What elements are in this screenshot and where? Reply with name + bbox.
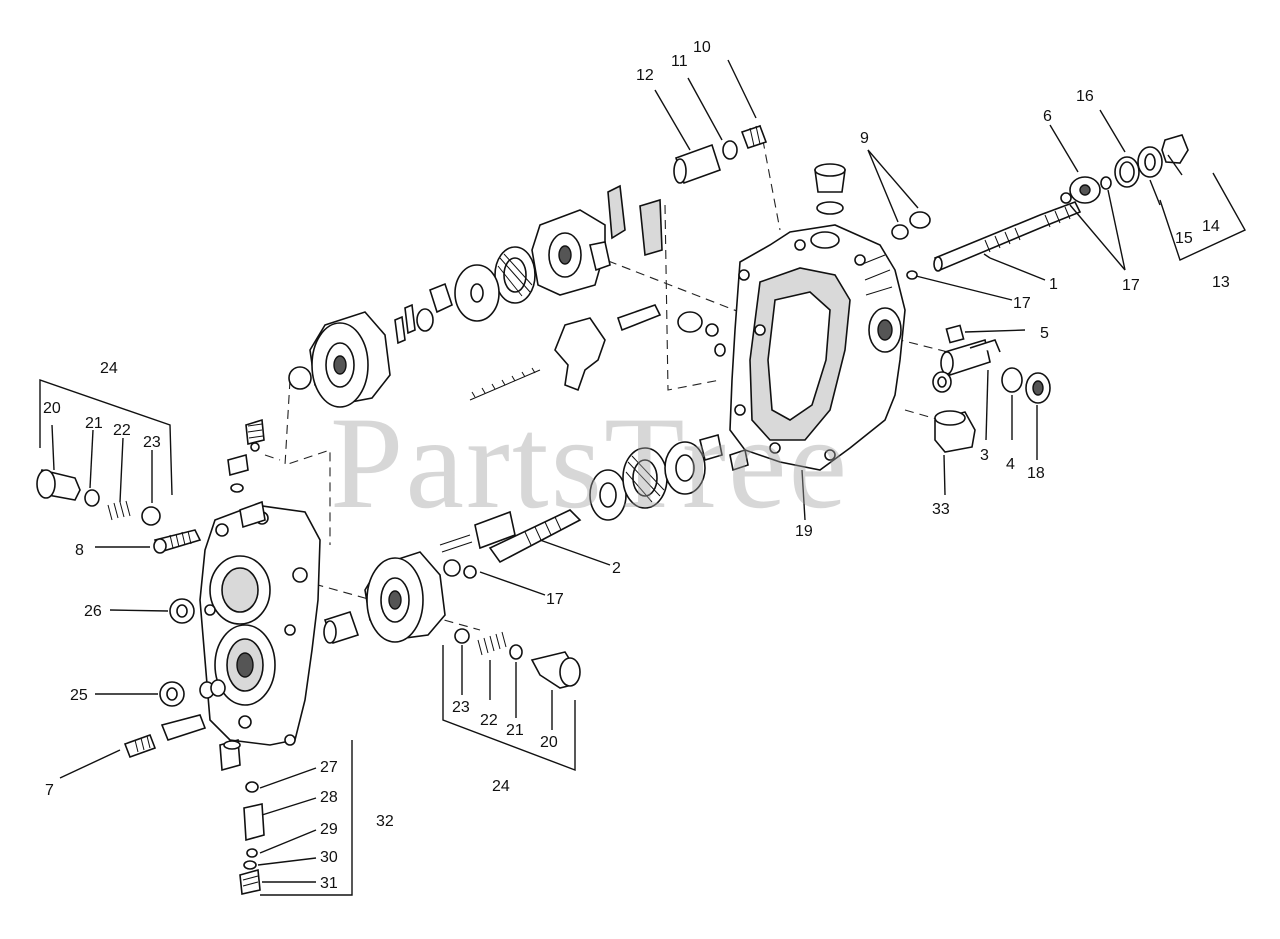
- group-brackets: [39, 172, 1246, 896]
- callout-12[interactable]: 12: [636, 67, 654, 84]
- shaft-seal-stack: [1060, 134, 1189, 204]
- callout-8[interactable]: 8: [75, 542, 84, 559]
- seal-25: [159, 679, 226, 707]
- callout-18[interactable]: 18: [1027, 465, 1045, 482]
- callout-22-lower[interactable]: 22: [480, 712, 498, 729]
- callout-30[interactable]: 30: [320, 849, 338, 866]
- callout-24-lower[interactable]: 24: [492, 778, 510, 795]
- callout-5[interactable]: 5: [1040, 325, 1049, 342]
- control-shaft-parts: [932, 324, 1051, 453]
- callout-labels: 1 2 3 4 5 6 7 8 9 10 11 12 13 14 15 16 1…: [43, 39, 1230, 892]
- relief-valve-parts: [673, 124, 768, 185]
- callout-21-lower[interactable]: 21: [506, 722, 524, 739]
- leader-lines: [51, 59, 1183, 883]
- callout-31[interactable]: 31: [320, 875, 338, 892]
- port-rings: [891, 211, 931, 280]
- callout-6[interactable]: 6: [1043, 108, 1052, 125]
- callout-9[interactable]: 9: [860, 130, 869, 147]
- upper-swashplate-group: [454, 184, 663, 322]
- callout-16[interactable]: 16: [1076, 88, 1094, 105]
- callout-28[interactable]: 28: [320, 789, 338, 806]
- callout-23-upper[interactable]: 23: [143, 434, 161, 451]
- callout-14[interactable]: 14: [1202, 218, 1220, 235]
- callout-21-upper[interactable]: 21: [85, 415, 103, 432]
- callout-10[interactable]: 10: [693, 39, 711, 56]
- input-shaft: [933, 201, 1082, 272]
- upper-cylinder-block: [288, 282, 453, 408]
- callout-24-upper[interactable]: 24: [100, 360, 118, 377]
- lower-cylinder-block: [323, 551, 446, 644]
- upper-check-valve: [36, 469, 161, 526]
- lower-swashplate-group: [589, 433, 749, 521]
- callout-1[interactable]: 1: [1049, 276, 1058, 293]
- callout-29[interactable]: 29: [320, 821, 338, 838]
- callout-3[interactable]: 3: [980, 447, 989, 464]
- callout-23-lower[interactable]: 23: [452, 699, 470, 716]
- callout-2[interactable]: 2: [612, 560, 621, 577]
- callout-32[interactable]: 32: [376, 813, 394, 830]
- callout-17-shaft[interactable]: 17: [1013, 295, 1031, 312]
- bypass-valve-stack: [239, 781, 265, 895]
- center-section: [199, 500, 321, 746]
- callout-17-lower[interactable]: 17: [546, 591, 564, 608]
- trunnion-arm-group: [469, 304, 726, 401]
- callout-20-upper[interactable]: 20: [43, 400, 61, 417]
- top-plug: [814, 163, 846, 215]
- charge-plug-stack: [227, 418, 265, 493]
- output-shaft: [439, 509, 582, 579]
- callout-19[interactable]: 19: [795, 523, 813, 540]
- seal-26: [169, 598, 195, 624]
- main-housing: [729, 224, 906, 471]
- callout-22-upper[interactable]: 22: [113, 422, 131, 439]
- callout-33[interactable]: 33: [932, 501, 950, 518]
- callout-15[interactable]: 15: [1175, 230, 1193, 247]
- callout-17-stack[interactable]: 17: [1122, 277, 1140, 294]
- callout-4[interactable]: 4: [1006, 456, 1015, 473]
- lower-check-valve: [454, 628, 581, 689]
- callout-13[interactable]: 13: [1212, 274, 1230, 291]
- callout-26[interactable]: 26: [84, 603, 102, 620]
- callout-7[interactable]: 7: [45, 782, 54, 799]
- callout-27[interactable]: 27: [320, 759, 338, 776]
- callout-20-lower[interactable]: 20: [540, 734, 558, 751]
- bolt-8: [153, 529, 202, 554]
- callout-11[interactable]: 11: [671, 53, 688, 70]
- callout-25[interactable]: 25: [70, 687, 88, 704]
- bolt-7-bracket: [123, 714, 241, 772]
